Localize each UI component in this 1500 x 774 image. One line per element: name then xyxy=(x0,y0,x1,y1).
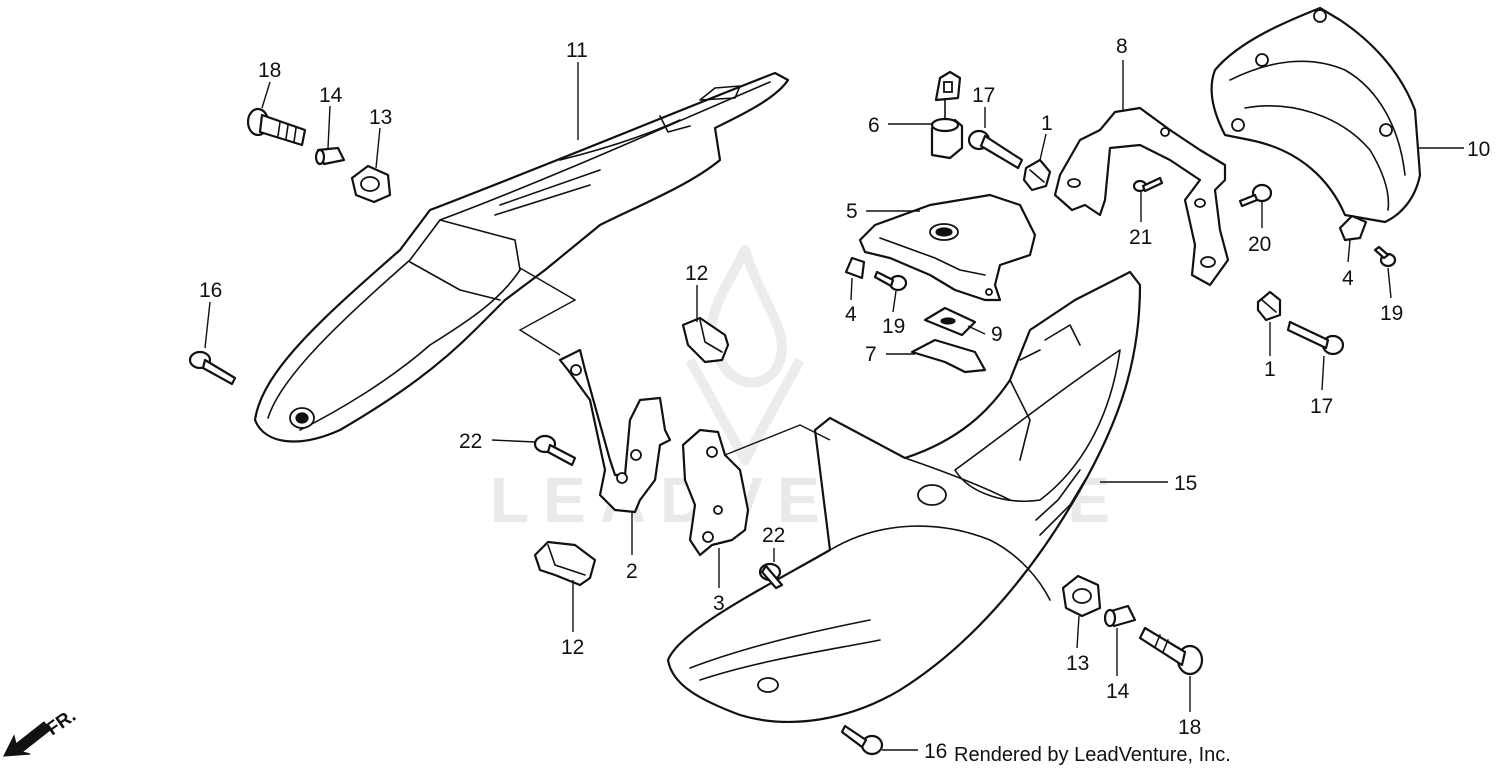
callout-2: 2 xyxy=(626,560,638,583)
seat-lock xyxy=(930,70,964,160)
bolt-18-upper xyxy=(246,107,307,147)
callout-13-upper: 13 xyxy=(369,106,392,129)
callout-18-lower: 18 xyxy=(1178,716,1201,739)
callout-17-lower: 17 xyxy=(1310,395,1333,418)
callout-22-b: 22 xyxy=(762,524,785,547)
callout-14-lower: 14 xyxy=(1106,680,1130,703)
screw-19-right xyxy=(1373,245,1397,268)
callout-12-lower: 12 xyxy=(561,636,584,659)
rubber-13-upper xyxy=(350,164,392,204)
callout-6: 6 xyxy=(868,114,880,137)
plate-9 xyxy=(923,306,977,337)
callout-11: 11 xyxy=(566,39,588,62)
callout-14-upper: 14 xyxy=(319,84,343,107)
collar-14-lower xyxy=(1103,604,1137,628)
front-arrow-icon xyxy=(2,721,51,757)
bolt-22-a xyxy=(533,434,577,467)
rear-center-cover xyxy=(858,193,1037,302)
clip-lower xyxy=(533,540,597,587)
callout-17-upper: 17 xyxy=(972,84,995,107)
callout-13-lower: 13 xyxy=(1066,652,1089,675)
nut-1-lower xyxy=(1256,290,1282,322)
front-label: FR. xyxy=(43,705,80,740)
callout-19-right: 19 xyxy=(1380,302,1403,325)
seat-cowl-left xyxy=(253,71,790,443)
clip-nut-4-right xyxy=(1338,214,1368,242)
bracket-2 xyxy=(558,348,672,514)
callout-16-left: 16 xyxy=(199,279,222,302)
callout-22-a: 22 xyxy=(459,430,482,453)
nut-1-upper xyxy=(1022,158,1052,192)
bolt-18-lower xyxy=(1138,626,1204,676)
collar-14-upper xyxy=(314,146,346,166)
callout-5: 5 xyxy=(846,200,858,223)
screw-21 xyxy=(1132,176,1164,193)
callout-1-lower: 1 xyxy=(1264,358,1276,381)
clip-upper xyxy=(681,316,730,364)
watermark-flame-icon xyxy=(706,245,787,388)
callout-21: 21 xyxy=(1129,226,1152,249)
front-indicator: FR. xyxy=(2,705,80,757)
callout-10: 10 xyxy=(1467,138,1490,161)
screw-20 xyxy=(1238,183,1273,208)
callout-16-lower: 16 xyxy=(924,740,947,763)
bolt-16-left xyxy=(188,350,237,386)
bracket-3 xyxy=(681,428,750,557)
rubber-13-lower xyxy=(1061,574,1102,618)
callout-4-right: 4 xyxy=(1342,267,1354,290)
bolt-17-upper xyxy=(967,129,1024,170)
assembly-lines xyxy=(518,267,831,456)
plate-7 xyxy=(910,338,987,374)
callout-7: 7 xyxy=(865,343,877,366)
clip-nut-4-left xyxy=(844,256,866,280)
callout-9: 9 xyxy=(991,323,1003,346)
leader-lines xyxy=(204,60,1464,751)
watermark-v-icon xyxy=(685,357,805,465)
callout-15: 15 xyxy=(1174,472,1197,495)
bolt-16-lower xyxy=(840,724,884,756)
seat-bracket xyxy=(1053,106,1230,287)
callout-8: 8 xyxy=(1116,35,1128,58)
callout-3: 3 xyxy=(713,592,725,615)
callout-20: 20 xyxy=(1248,233,1271,256)
tail-cover xyxy=(1210,6,1422,224)
screw-19-left xyxy=(873,270,908,292)
callout-4-left: 4 xyxy=(845,303,857,326)
seat-cowl-right xyxy=(666,270,1142,723)
render-credit: Rendered by LeadVenture, Inc. xyxy=(954,744,1231,766)
callout-labels: 18 14 13 11 16 12 22 2 3 22 12 6 17 1 8 … xyxy=(199,35,1490,763)
bolt-22-b xyxy=(758,562,784,590)
callout-12-upper: 12 xyxy=(685,262,708,285)
callout-18-upper: 18 xyxy=(258,59,281,82)
bolt-17-lower xyxy=(1286,320,1345,356)
callout-19-left: 19 xyxy=(882,315,905,338)
callout-1-upper: 1 xyxy=(1041,112,1053,135)
